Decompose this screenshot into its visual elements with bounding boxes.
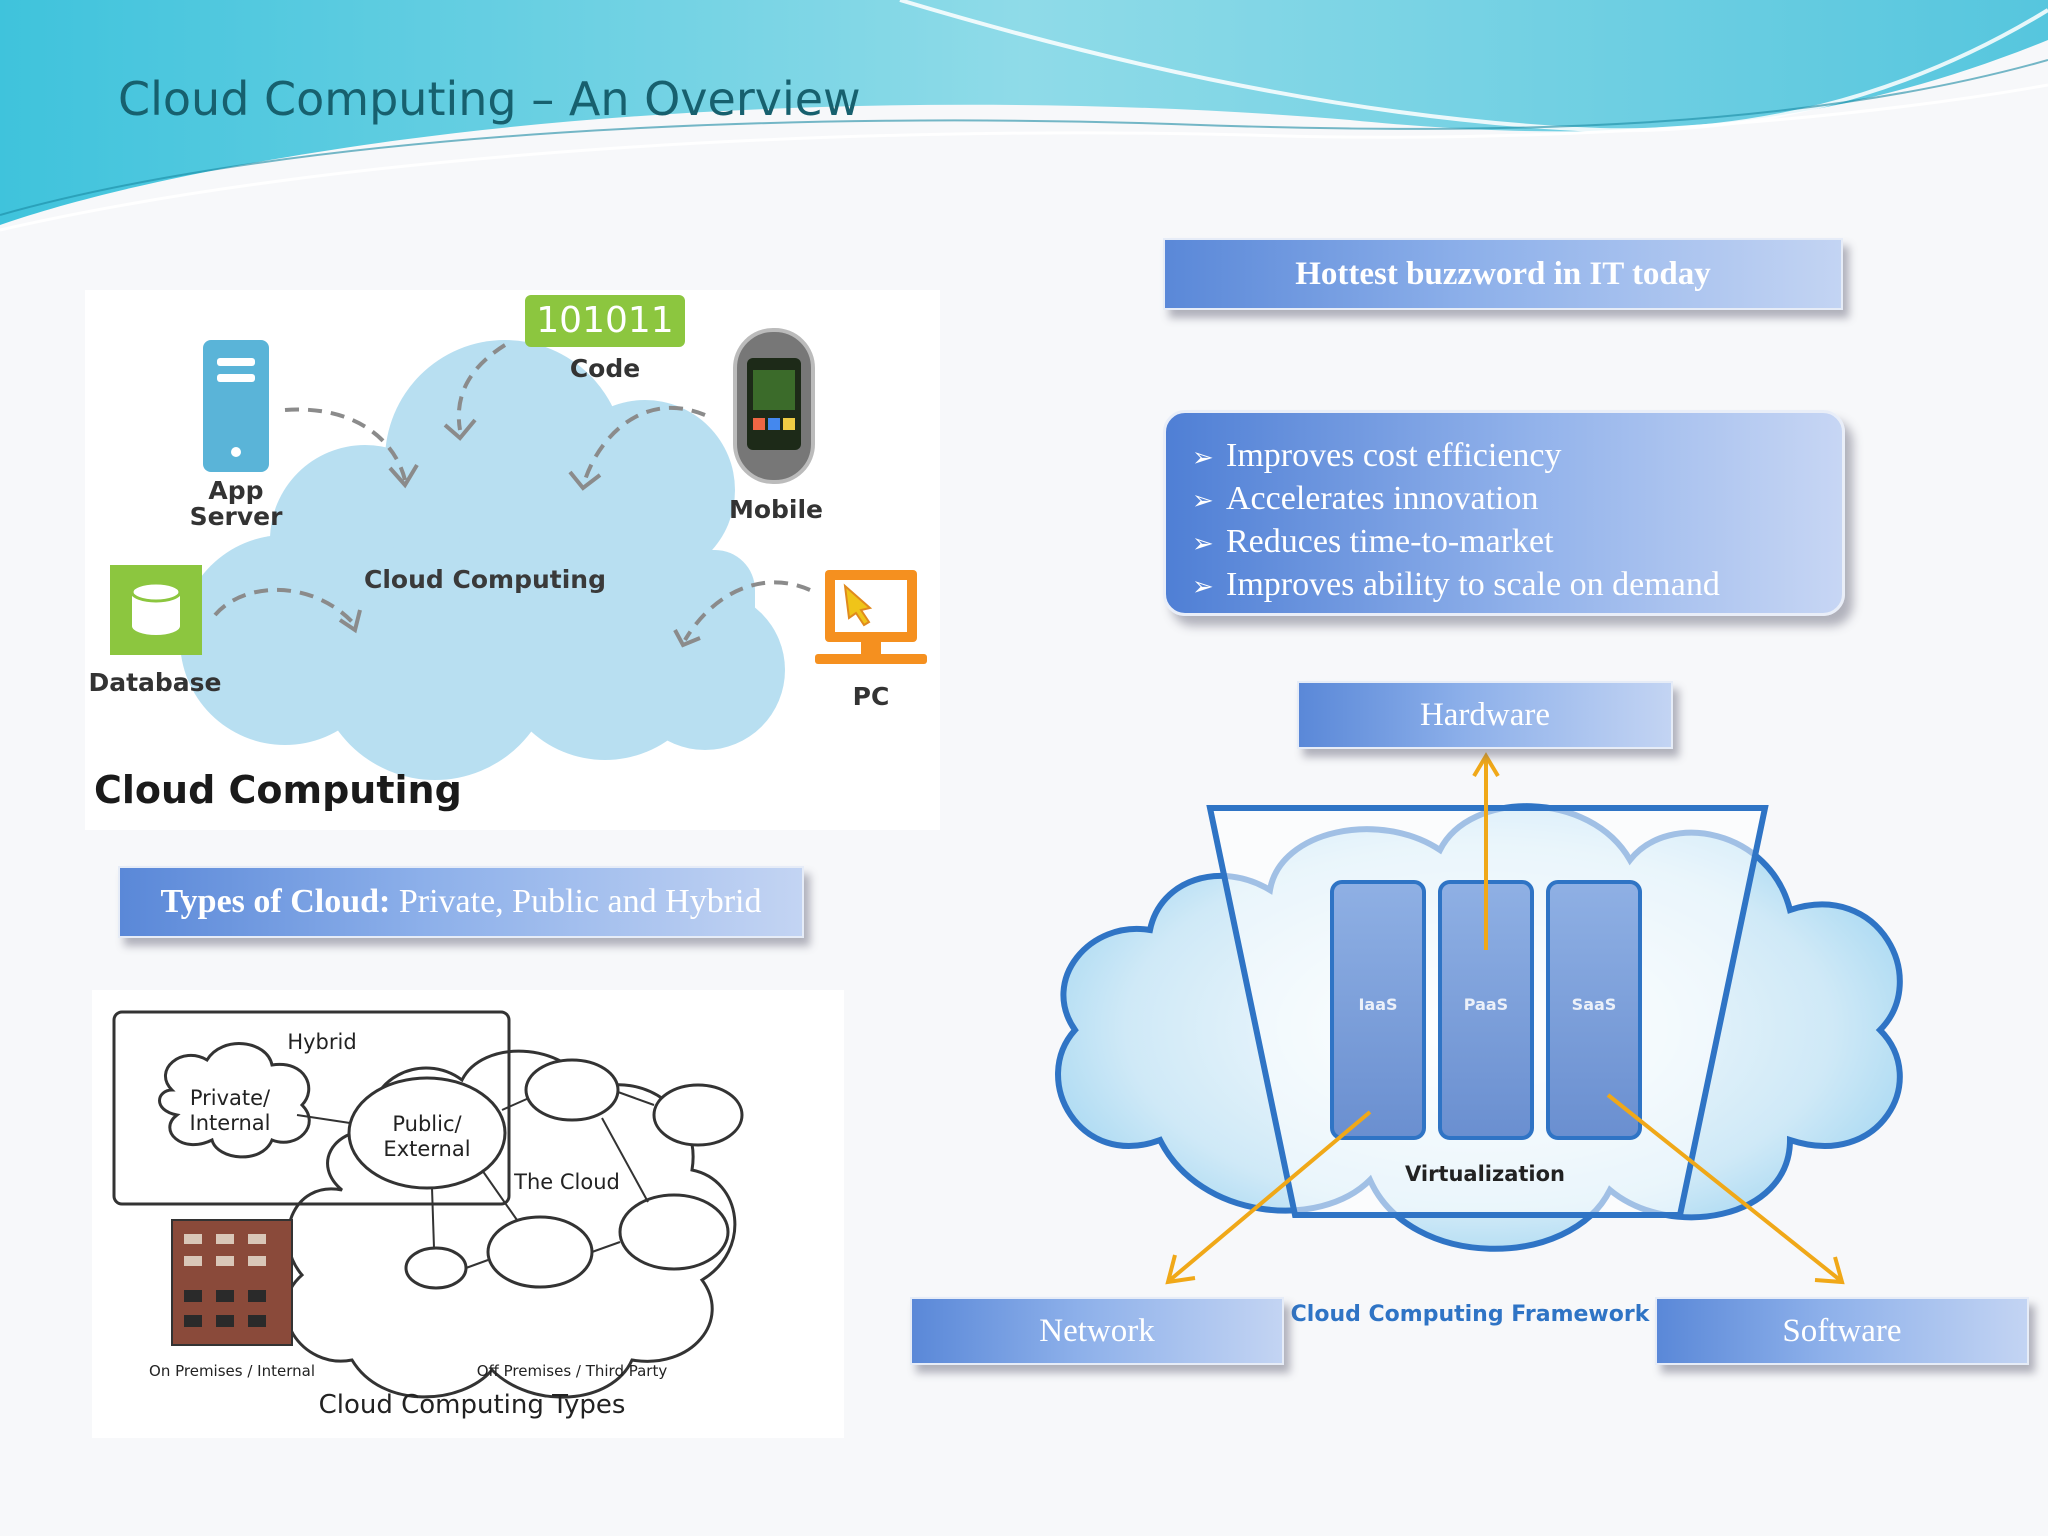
hardware-callout: Hardware xyxy=(1297,681,1673,749)
public-label: Public/ External xyxy=(383,1112,471,1161)
iaas-label: IaaS xyxy=(1358,995,1398,1014)
mobile-label: Mobile xyxy=(728,495,824,524)
hardware-label: Hardware xyxy=(1419,696,1551,733)
private-label: Private/ Internal xyxy=(189,1086,271,1135)
off-premises-label: Off Premises / Third Party xyxy=(476,1362,668,1380)
types-list: Private, Public and Hybrid xyxy=(390,883,762,920)
software-callout: Software xyxy=(1655,1297,2029,1365)
virtualization-label: Virtualization xyxy=(1404,1162,1565,1186)
cloud-computing-caption: Cloud Computing xyxy=(94,768,462,812)
buzzword-text: Hottest buzzword in IT today xyxy=(1295,255,1711,292)
building-icon xyxy=(171,1219,293,1346)
app-server-icon xyxy=(203,340,269,472)
iaas-column xyxy=(1330,880,1426,1140)
database-label: Database xyxy=(88,668,222,697)
hybrid-box xyxy=(112,1010,511,1206)
cloud-types-diagram: Hybrid Private/ Internal Public/ Externa… xyxy=(92,990,844,1438)
buzzword-callout: Hottest buzzword in IT today xyxy=(1163,238,1843,310)
paas-label: PaaS xyxy=(1463,995,1509,1014)
code-label: Code xyxy=(569,354,641,383)
code-value-text: 101011 xyxy=(536,300,674,341)
cloud-center-label: Cloud Computing xyxy=(364,565,606,594)
framework-graphic xyxy=(1055,752,1903,1285)
on-premises-label: On Premises / Internal xyxy=(149,1362,315,1380)
software-label: Software xyxy=(1782,1312,1902,1349)
bullet-item: ➢Improves ability to scale on demand xyxy=(1192,564,1720,607)
header-wave xyxy=(0,0,2048,232)
arrow-to-software xyxy=(1606,1093,1842,1282)
code-badge-icon xyxy=(525,295,685,347)
bullet-item: ➢Reduces time-to-market xyxy=(1192,521,1720,564)
arrow-bullet-icon: ➢ xyxy=(1192,486,1214,515)
benefits-callout: ➢Improves cost efficiency ➢Accelerates i… xyxy=(1163,410,1845,616)
framework-diagram: IaaS PaaS SaaS Virtualization Cloud Comp… xyxy=(1030,750,1940,1370)
arrow-to-network xyxy=(1168,1110,1372,1282)
bullet-item: ➢Improves cost efficiency xyxy=(1192,435,1720,478)
cloud-types-caption: Cloud Computing Types xyxy=(318,1390,626,1420)
arrow-bullet-icon: ➢ xyxy=(1192,443,1214,472)
pc-icon xyxy=(815,570,927,664)
saas-column xyxy=(1546,880,1642,1140)
the-cloud-label: The Cloud xyxy=(514,1170,620,1194)
arrow-bullet-icon: ➢ xyxy=(1192,572,1214,601)
arrow-bullet-icon: ➢ xyxy=(1192,529,1214,558)
pc-label: PC xyxy=(852,682,890,711)
mobile-phone-icon xyxy=(733,328,815,484)
cloud-computing-graphic xyxy=(110,295,927,780)
cloud-shape xyxy=(180,340,785,780)
network-label: Network xyxy=(1039,1312,1155,1349)
private-cloud-shape xyxy=(158,1042,311,1159)
database-icon xyxy=(110,565,202,655)
app-server-label: App Server xyxy=(189,476,283,531)
network-callout: Network xyxy=(910,1297,1284,1365)
types-of-cloud-callout: Types of Cloud: Private, Public and Hybr… xyxy=(118,866,804,938)
page-title: Cloud Computing – An Overview xyxy=(118,72,861,126)
bullet-item: ➢Accelerates innovation xyxy=(1192,478,1720,521)
framework-caption: Cloud Computing Framework xyxy=(1290,1302,1650,1327)
hybrid-label: Hybrid xyxy=(287,1030,357,1054)
types-heading: Types of Cloud: xyxy=(160,883,391,920)
saas-label: SaaS xyxy=(1571,995,1617,1014)
cloud-types-graphic xyxy=(112,1010,744,1399)
public-node xyxy=(347,1076,507,1190)
cloud-computing-diagram: 101011 Code App Server Mobile Database P… xyxy=(85,290,940,830)
